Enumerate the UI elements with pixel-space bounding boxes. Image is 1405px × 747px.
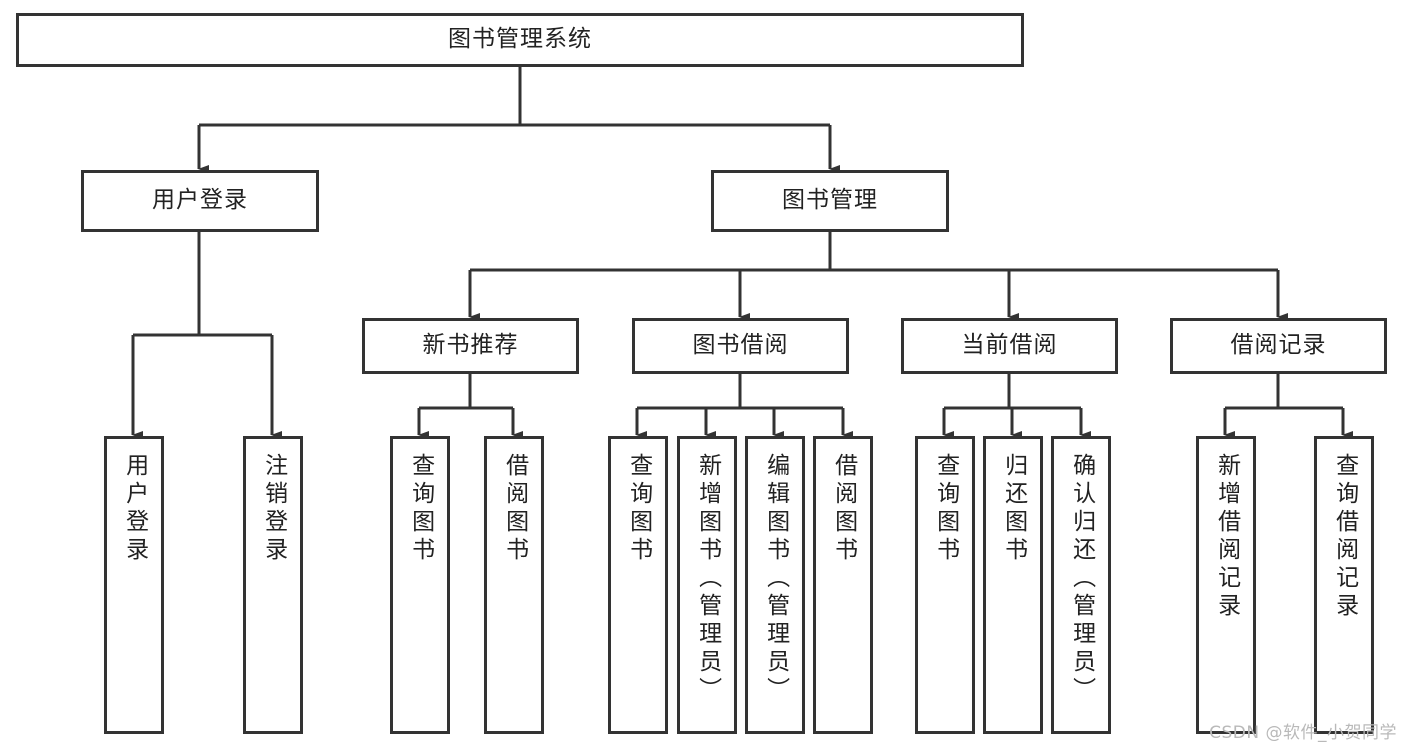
node-leaf-borrow-book-2-label: 借阅图书: [830, 453, 857, 565]
node-leaf-logout-login[interactable]: 注销登录: [243, 436, 303, 734]
node-leaf-confirm-return-admin-label: 确认归还（管理员）: [1068, 453, 1095, 705]
node-leaf-add-borrow-record-label: 新增借阅记录: [1213, 453, 1240, 621]
node-leaf-query-borrow-record[interactable]: 查询借阅记录: [1314, 436, 1374, 734]
node-leaf-query-borrow-record-label: 查询借阅记录: [1331, 453, 1358, 621]
node-leaf-query-book-2-label: 查询图书: [625, 453, 652, 565]
node-leaf-return-book-label: 归还图书: [1000, 453, 1027, 565]
node-leaf-borrow-book-2[interactable]: 借阅图书: [813, 436, 873, 734]
node-current-borrow[interactable]: 当前借阅: [901, 318, 1118, 374]
connector-group: [131, 67, 1353, 439]
node-user-login-label: 用户登录: [152, 187, 248, 214]
node-book-borrow-label: 图书借阅: [692, 332, 789, 359]
node-leaf-borrow-book-1[interactable]: 借阅图书: [484, 436, 544, 734]
node-book-manage-label: 图书管理: [782, 187, 878, 214]
node-new-book-recommend-label: 新书推荐: [422, 332, 519, 359]
node-user-login[interactable]: 用户登录: [81, 170, 319, 232]
node-leaf-query-book-1-label: 查询图书: [407, 453, 434, 565]
node-borrow-record[interactable]: 借阅记录: [1170, 318, 1387, 374]
node-leaf-user-login[interactable]: 用户登录: [104, 436, 164, 734]
node-leaf-add-borrow-record[interactable]: 新增借阅记录: [1196, 436, 1256, 734]
node-leaf-query-book-3-label: 查询图书: [932, 453, 959, 565]
node-book-manage[interactable]: 图书管理: [711, 170, 949, 232]
node-borrow-record-label: 借阅记录: [1230, 332, 1327, 359]
node-leaf-add-book-admin[interactable]: 新增图书（管理员）: [677, 436, 737, 734]
node-current-borrow-label: 当前借阅: [961, 332, 1058, 359]
node-leaf-confirm-return-admin[interactable]: 确认归还（管理员）: [1051, 436, 1111, 734]
node-leaf-add-book-admin-label: 新增图书（管理员）: [694, 453, 721, 705]
node-book-borrow[interactable]: 图书借阅: [632, 318, 849, 374]
node-leaf-edit-book-admin[interactable]: 编辑图书（管理员）: [745, 436, 805, 734]
node-leaf-return-book[interactable]: 归还图书: [983, 436, 1043, 734]
node-leaf-logout-login-label: 注销登录: [260, 453, 287, 565]
node-leaf-query-book-1[interactable]: 查询图书: [390, 436, 450, 734]
node-leaf-query-book-3[interactable]: 查询图书: [915, 436, 975, 734]
node-root-label: 图书管理系统: [448, 26, 592, 53]
node-root[interactable]: 图书管理系统: [16, 13, 1024, 67]
node-leaf-query-book-2[interactable]: 查询图书: [608, 436, 668, 734]
node-leaf-edit-book-admin-label: 编辑图书（管理员）: [762, 453, 789, 705]
node-leaf-user-login-label: 用户登录: [121, 453, 148, 565]
node-new-book-recommend[interactable]: 新书推荐: [362, 318, 579, 374]
node-leaf-borrow-book-1-label: 借阅图书: [501, 453, 528, 565]
watermark-text: CSDN @软件_小贺同学: [1209, 723, 1397, 743]
